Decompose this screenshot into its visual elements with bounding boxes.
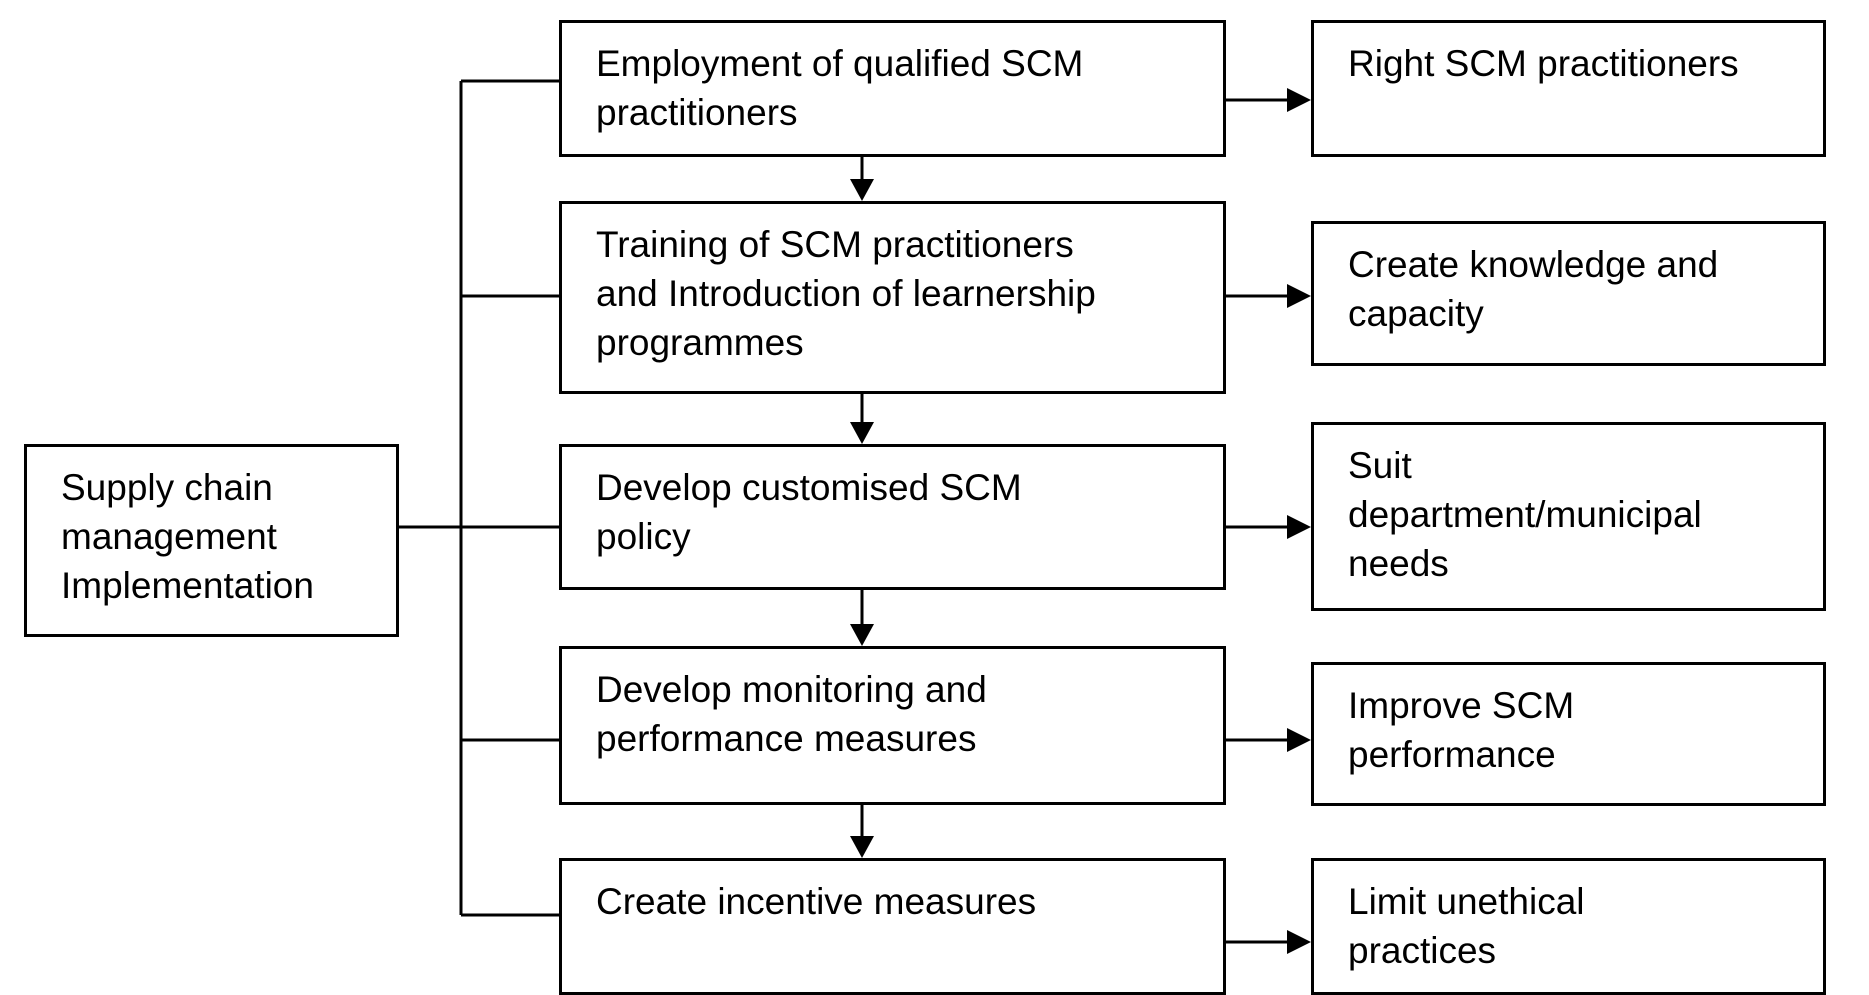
step-line: Create incentive measures — [596, 881, 1037, 922]
step-box-training: Training of SCM practitioners and Introd… — [559, 201, 1226, 394]
outcome-arrow-4-head — [1287, 930, 1311, 954]
outcome-line: Right SCM practitioners — [1348, 43, 1739, 84]
step-line: and Introduction of learnership — [596, 273, 1096, 314]
step-arrow-2-head — [850, 624, 874, 646]
outcome-line: performance — [1348, 734, 1556, 775]
outcome-line: practices — [1348, 930, 1497, 971]
outcome-box-knowledge-capacity: Create knowledge and capacity — [1311, 221, 1826, 366]
outcome-line: needs — [1348, 543, 1449, 584]
step-line: programmes — [596, 322, 804, 363]
outcome-line: Suit — [1348, 445, 1412, 486]
outcome-box-limit-unethical: Limit unethical practices — [1311, 858, 1826, 995]
outcome-box-improve-performance: Improve SCM performance — [1311, 662, 1826, 806]
step-arrow-0-head — [850, 179, 874, 201]
step-box-incentives: Create incentive measures — [559, 858, 1226, 995]
step-line: performance measures — [596, 718, 977, 759]
outcome-line: Improve SCM — [1348, 685, 1575, 726]
step-line: Employment of qualified SCM — [596, 43, 1084, 84]
outcome-arrow-1-head — [1287, 284, 1311, 308]
outcome-line: Limit unethical — [1348, 881, 1585, 922]
step-line: Training of SCM practitioners — [596, 224, 1074, 265]
step-line: policy — [596, 516, 691, 557]
outcome-arrow-3-head — [1287, 728, 1311, 752]
outcome-box-right-practitioners: Right SCM practitioners — [1311, 20, 1826, 157]
step-line: practitioners — [596, 92, 798, 133]
outcome-line: capacity — [1348, 293, 1484, 334]
root-line: Supply chain — [61, 467, 273, 508]
outcome-arrow-2-head — [1287, 515, 1311, 539]
root-line: management — [61, 516, 277, 557]
outcome-line: Create knowledge and — [1348, 244, 1719, 285]
step-box-employment: Employment of qualified SCM practitioner… — [559, 20, 1226, 157]
outcome-arrow-0-head — [1287, 88, 1311, 112]
step-box-monitoring: Develop monitoring and performance measu… — [559, 646, 1226, 805]
outcome-box-suit-needs: Suit department/municipal needs — [1311, 422, 1826, 611]
step-line: Develop customised SCM — [596, 467, 1022, 508]
step-arrow-3-head — [850, 836, 874, 858]
step-box-policy: Develop customised SCM policy — [559, 444, 1226, 590]
step-arrow-1-head — [850, 422, 874, 444]
root-box-supply-chain-management: Supply chain management Implementation — [24, 444, 399, 637]
step-line: Develop monitoring and — [596, 669, 987, 710]
outcome-line: department/municipal — [1348, 494, 1702, 535]
root-line: Implementation — [61, 565, 314, 606]
